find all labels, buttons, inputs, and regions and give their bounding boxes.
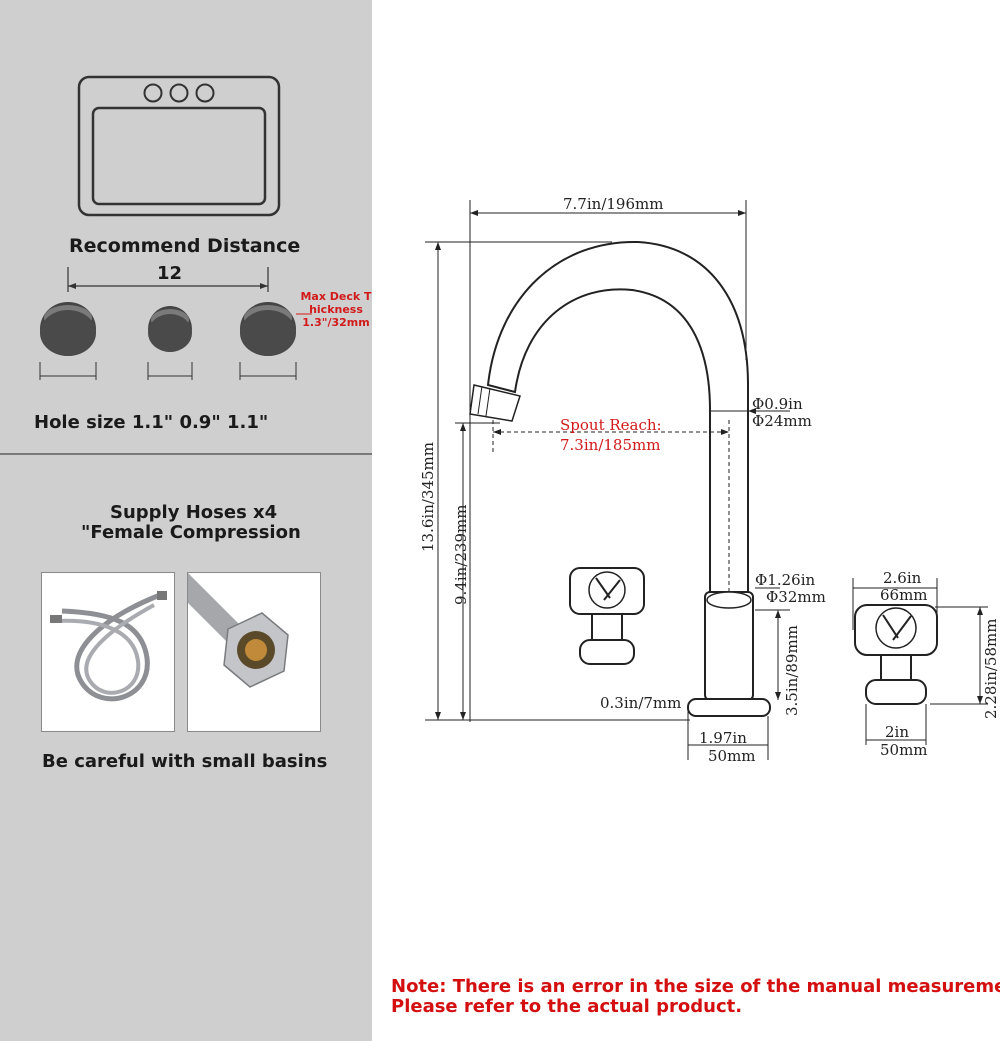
faucet-dimension-panel: 7.7in/196mm 13.6in/345mm 9.4in/239mm Spo… (372, 0, 1000, 1041)
faucet-base (687, 698, 771, 717)
hole-left-icon (40, 302, 96, 356)
installation-panel: Recommend Distance 1 (0, 0, 372, 1041)
handle-height-label: 2.28in/58mm (982, 619, 1000, 719)
body-height-label: 3.5in/89mm (783, 625, 801, 716)
recommend-distance-title: Recommend Distance (69, 235, 301, 257)
supply-hoses-subtitle: "Female Compression (81, 522, 301, 543)
base-thickness-label: 0.3in/7mm (600, 694, 681, 712)
hole-size-text: Hole size 1.1" 0.9" 1.1" (34, 412, 269, 433)
deck-label-line3: 1.3"/32mm (302, 316, 370, 329)
handle-side-view (569, 567, 645, 665)
hole-spacing-diagram (39, 267, 312, 380)
hole-spacing-value: 12 (157, 263, 183, 284)
deck-thickness-label: Max Deck T hickness 1.3"/32mm (300, 290, 372, 329)
hole-center-icon (148, 306, 192, 352)
measurement-note-line1: Note: There is an error in the size of t… (391, 976, 1000, 997)
sink-hole-center (169, 83, 189, 103)
body-diameter-mm: Φ32mm (766, 588, 826, 606)
body-diameter-in: Φ1.26in (755, 571, 815, 589)
handle-width-mm: 66mm (880, 586, 928, 604)
section-divider (0, 453, 372, 455)
measurement-note-line2: Please refer to the actual product. (391, 996, 743, 1017)
hole-right-icon (240, 302, 296, 356)
hoses-photo (41, 572, 175, 732)
hose-fitting-photo (168, 568, 321, 732)
spout-reach-label: Spout Reach: (560, 416, 662, 434)
top-width-label: 7.7in/196mm (563, 195, 663, 213)
total-height-label: 13.6in/345mm (419, 442, 437, 552)
supply-hoses-title: Supply Hoses x4 (110, 502, 278, 523)
deck-label-line2: hickness (309, 303, 363, 316)
base-width-mm: 50mm (708, 747, 756, 765)
handle-base-in: 2in (885, 723, 909, 741)
deck-label-line1: Max Deck T (300, 290, 372, 303)
spout-height-label: 9.4in/239mm (452, 505, 470, 605)
handle-base-mm: 50mm (880, 741, 928, 759)
handle-width-in: 2.6in (883, 569, 922, 587)
small-basins-caution: Be careful with small basins (42, 751, 328, 772)
sink-hole-right (195, 83, 215, 103)
sink-hole-left (143, 83, 163, 103)
spout-diameter-in: Φ0.9in (752, 395, 803, 413)
spout-reach-value: 7.3in/185mm (560, 436, 660, 454)
spout-diameter-mm: Φ24mm (752, 412, 812, 430)
handle-dimension-view (852, 578, 988, 745)
faucet-dimension-drawing: 7.7in/196mm 13.6in/345mm 9.4in/239mm Spo… (419, 195, 1000, 765)
base-width-in: 1.97in (699, 729, 747, 747)
sink-top-view (77, 75, 281, 217)
faucet-spout (486, 240, 749, 695)
